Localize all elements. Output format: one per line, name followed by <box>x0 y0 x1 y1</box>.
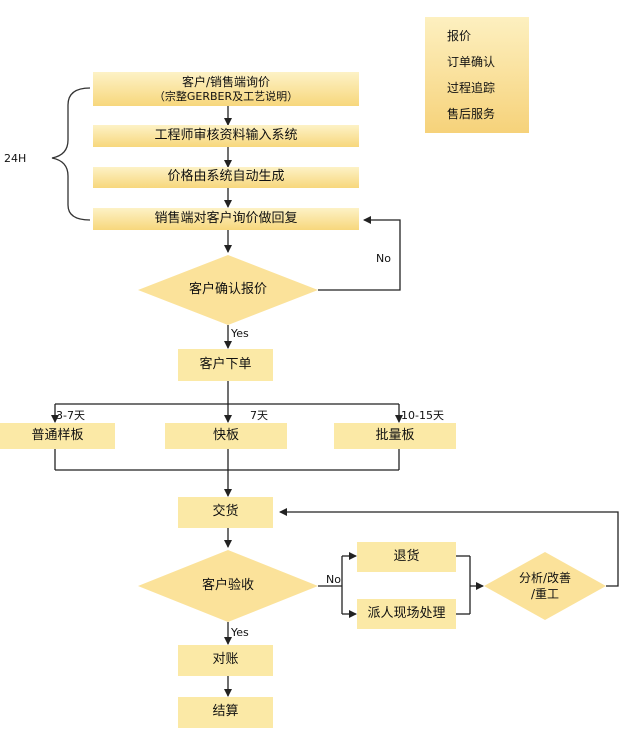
node-batch-board-label: 批量板 <box>375 427 415 443</box>
node-quick-board-label: 快板 <box>212 427 239 443</box>
node-inquiry: 客户/销售端询价 （宗整GERBER及工艺说明） <box>93 72 359 106</box>
node-quick-board: 快板 <box>165 423 287 449</box>
node-confirm-quote-label: 客户确认报价 <box>188 281 267 297</box>
node-inquiry-line2: （宗整GERBER及工艺说明） <box>153 89 299 103</box>
node-normal-sample-label: 普通样板 <box>31 427 84 443</box>
node-settle: 结算 <box>178 697 273 728</box>
node-normal-sample: 普通样板 <box>0 423 115 449</box>
diamond-confirm-quote <box>138 255 318 325</box>
legend-item-quote: 报价 <box>447 29 472 43</box>
legend-item-after-sales: 售后服务 <box>447 107 496 121</box>
legend-item-tracking: 过程追踪 <box>447 81 496 95</box>
node-reconcile: 对账 <box>178 645 273 676</box>
node-analyze: 分析/改善 /重工 <box>495 570 595 604</box>
node-settle-label: 结算 <box>212 704 239 720</box>
legend-item-order-confirm: 订单确认 <box>447 55 496 69</box>
node-deliver: 交货 <box>178 497 273 528</box>
node-customer-accept-label: 客户验收 <box>201 577 254 593</box>
edge-label-days-quick: 7天 <box>250 409 268 422</box>
legend-box: 报价 订单确认 过程追踪 售后服务 <box>425 17 529 133</box>
node-engineer-review: 工程师审核资料输入系统 <box>93 125 359 147</box>
node-analyze-line1: 分析/改善 <box>518 571 572 586</box>
node-auto-price: 价格由系统自动生成 <box>93 167 359 188</box>
node-batch-board: 批量板 <box>334 423 456 449</box>
node-place-order: 客户下单 <box>178 349 273 381</box>
node-return-goods-label: 退货 <box>393 548 420 564</box>
edge-label-days-normal: 3-7天 <box>56 409 85 422</box>
edge-label-days-batch: 10-15天 <box>401 409 444 422</box>
node-onsite-handling: 派人现场处理 <box>357 599 456 629</box>
node-place-order-label: 客户下单 <box>199 356 252 372</box>
duration-label-24h: 24H <box>4 152 27 165</box>
node-deliver-label: 交货 <box>212 504 239 520</box>
edge-label-no-accept: No <box>326 573 341 586</box>
node-sales-reply: 销售端对客户询价做回复 <box>93 208 359 230</box>
diamond-analyze <box>484 552 606 620</box>
node-analyze-line2: /重工 <box>530 587 560 601</box>
node-reconcile-label: 对账 <box>212 652 239 668</box>
node-inquiry-line1: 客户/销售端询价 <box>181 74 271 89</box>
brace-24h <box>51 87 91 221</box>
node-engineer-review-label: 工程师审核资料输入系统 <box>154 127 298 143</box>
edge-label-no-quote: No <box>376 252 391 265</box>
node-onsite-handling-label: 派人现场处理 <box>367 605 446 621</box>
diamond-accept <box>138 550 318 622</box>
edge-label-yes-quote: Yes <box>231 327 249 340</box>
node-return-goods: 退货 <box>357 542 456 572</box>
node-sales-reply-label: 销售端对客户询价做回复 <box>154 210 298 226</box>
edge-label-yes-accept: Yes <box>231 626 249 639</box>
node-auto-price-label: 价格由系统自动生成 <box>167 169 285 185</box>
